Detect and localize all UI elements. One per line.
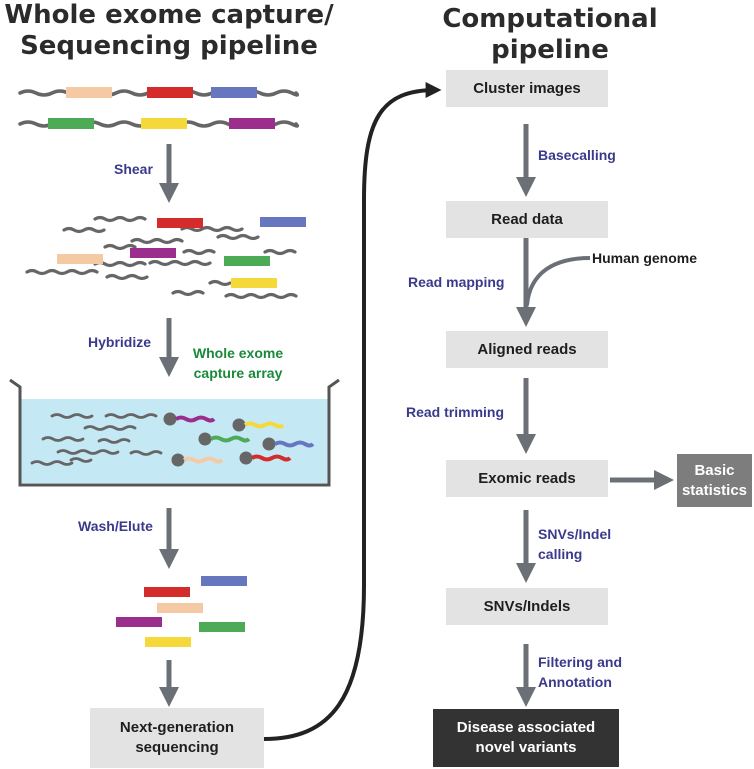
ngs-box-line2: sequencing [135,739,219,756]
read-data-box: Read data [446,201,608,238]
connector-arrow [263,82,442,741]
read-mapping-label: Read mapping [408,274,505,290]
disease-variants-box: Disease associated novel variants [433,709,619,767]
exomic-reads-box: Exomic reads [446,460,608,497]
exon-red [147,87,193,98]
exon-green [48,118,94,129]
disease-variants-line2: novel variants [475,739,577,756]
aligned-reads-box: Aligned reads [446,331,608,368]
human-genome-merge [525,256,591,306]
snv-calling-label: SNVs/Indel calling [538,524,648,564]
eluted-exon-fragments [116,576,247,647]
filtering-line2: Annotation [538,674,612,690]
basic-statistics-line2: statistics [681,481,748,499]
capture-array-line1: Whole exome [192,345,284,361]
left-title-line1: Whole exome capture/ [4,0,334,30]
cluster-images-box: Cluster images [446,70,608,107]
capture-array-label: Whole exome capture array [183,343,293,383]
basic-statistics-box: Basic statistics [677,454,752,507]
snvs-indels-box: SNVs/Indels [446,588,608,625]
hybridize-label: Hybridize [88,334,152,350]
ngs-box: Next-generation sequencing [90,708,264,768]
exon-blue [211,87,257,98]
capture-array-tray [9,378,340,487]
right-flow-arrows [516,124,675,708]
exon-yellow [141,118,187,129]
snv-calling-line2: calling [538,546,583,562]
sheared-exon-fragments [57,217,306,288]
basic-statistics-line1: Basic [694,461,735,479]
bound-probes [163,412,315,467]
exon-purple [229,118,275,129]
filtering-line1: Filtering and [538,654,622,670]
filtering-label: Filtering and Annotation [538,652,658,692]
exon-segments-top [48,87,275,129]
capture-array-line2: capture array [193,365,283,381]
snv-calling-line1: SNVs/Indel [538,526,612,542]
sheared-dna-fragments [25,215,298,300]
right-title: Computational pipeline [442,4,658,65]
exon-peach [66,87,112,98]
wash-elute-label: Wash/Elute [78,518,153,534]
shear-label: Shear [114,161,153,177]
basecalling-label: Basecalling [538,147,616,163]
read-trimming-label: Read trimming [406,404,505,420]
left-title: Whole exome capture/ Sequencing pipeline [0,0,338,62]
human-genome-label: Human genome [592,250,698,266]
left-title-line2: Sequencing pipeline [20,31,318,61]
ngs-box-line1: Next-generation [119,719,235,736]
disease-variants-line1: Disease associated [456,719,596,736]
